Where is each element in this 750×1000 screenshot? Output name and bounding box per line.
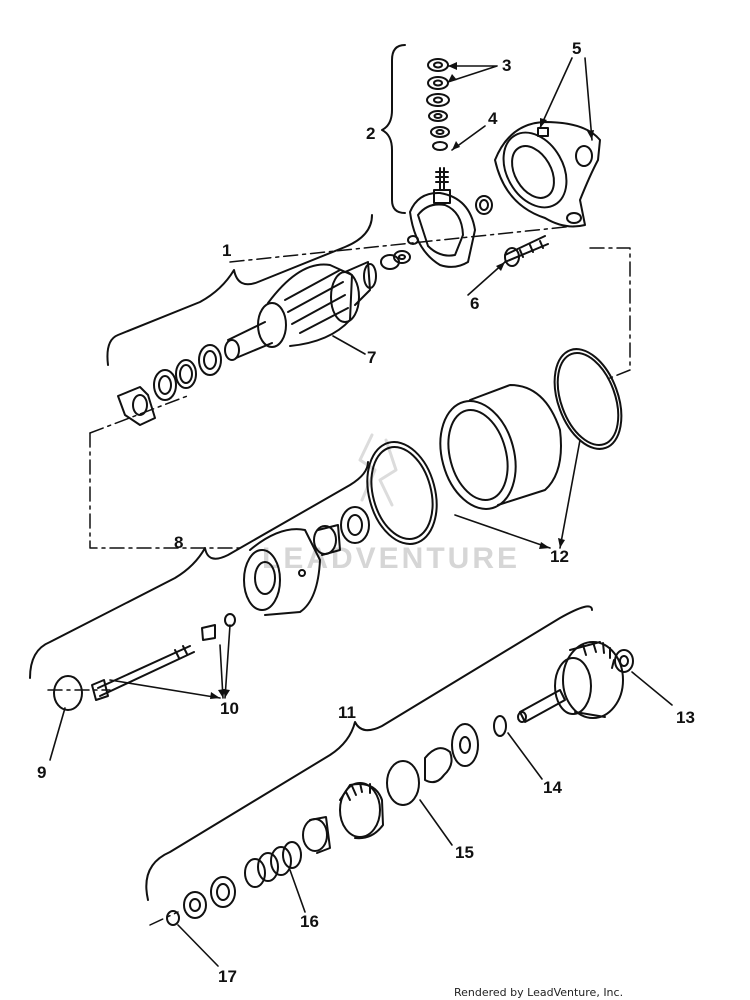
- return-spring: [244, 841, 302, 888]
- armature: [224, 261, 377, 361]
- callout-11: 11: [338, 703, 356, 722]
- arrowheads: [210, 62, 594, 699]
- terminal-stud-4: [435, 167, 449, 191]
- callout-16: 16: [300, 912, 319, 931]
- pinion-gear-shaft: [517, 641, 634, 723]
- shaft-washers: [153, 344, 222, 401]
- drive-end-housing: [243, 506, 370, 616]
- brace-1: [106, 214, 373, 366]
- callout-7: 7: [367, 348, 376, 367]
- callout-13: 13: [676, 708, 695, 727]
- yoke-housing: [366, 348, 623, 545]
- callout-9: 9: [37, 763, 46, 782]
- front-collars: [166, 876, 236, 926]
- o-ring-9: [53, 675, 83, 711]
- leader-lines: [49, 57, 673, 967]
- callout-10: 10: [220, 699, 239, 718]
- brush-holder-plate: [380, 189, 476, 270]
- hardware-stack-3: [426, 58, 450, 151]
- callout-5: 5: [572, 39, 581, 58]
- callout-8: 8: [174, 533, 183, 552]
- callout-2: 2: [366, 124, 375, 143]
- callout-15: 15: [455, 843, 474, 862]
- callout-17: 17: [218, 967, 237, 986]
- brace-8: [29, 461, 369, 679]
- callout-14: 14: [543, 778, 562, 797]
- rear-end-cap: [475, 121, 601, 228]
- callout-3: 3: [502, 56, 511, 75]
- footer-credit: Rendered by LeadVenture, Inc.: [454, 986, 623, 999]
- through-bolts: [91, 613, 236, 701]
- screw-6: [504, 235, 549, 267]
- callout-6: 6: [470, 294, 479, 313]
- callout-1: 1: [222, 241, 231, 260]
- snap-ring-and-collars: [386, 715, 507, 806]
- brace-2: [381, 44, 406, 214]
- callout-12: 12: [550, 547, 569, 566]
- brace-11: [145, 605, 593, 901]
- overrunning-clutch: [302, 782, 384, 854]
- callout-4: 4: [488, 109, 498, 128]
- lock-plate: [117, 386, 156, 426]
- watermark-text: LEADVENTURE: [262, 542, 520, 575]
